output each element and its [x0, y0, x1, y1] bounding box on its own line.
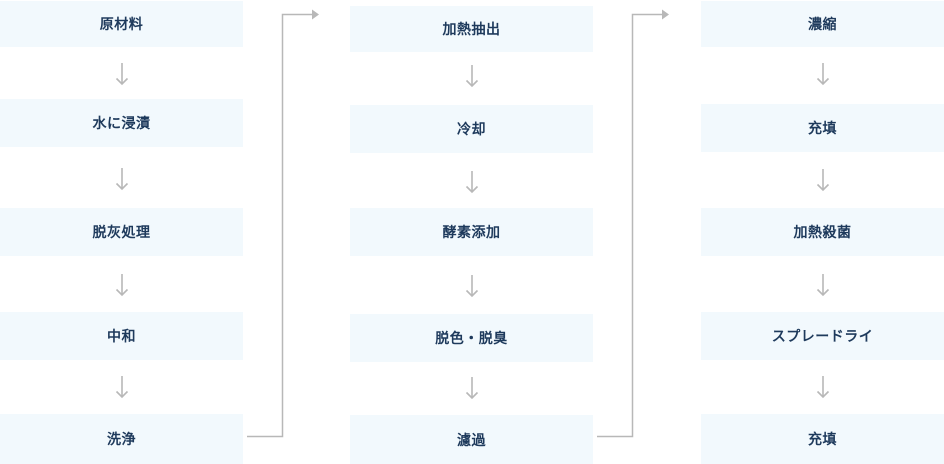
down-arrow-icon	[816, 63, 829, 86]
column-3: 濃縮 充填 加熱殺菌 スプレードライ 充填	[701, 0, 944, 464]
step-cooling: 冷却	[350, 105, 593, 153]
step-raw-material: 原材料	[0, 1, 243, 47]
step-washing: 洗浄	[0, 414, 243, 464]
arrowhead-icon	[662, 9, 669, 20]
step-heat-sterilization: 加熱殺菌	[701, 208, 944, 256]
step-neutralization: 中和	[0, 312, 243, 360]
column-2: 加熱抽出 冷却 酵素添加 脱色・脱臭 濾過	[350, 0, 593, 464]
down-arrow-icon	[115, 168, 128, 191]
arrowhead-icon	[312, 9, 319, 20]
down-arrow-icon	[115, 376, 128, 399]
step-concentration: 濃縮	[701, 1, 944, 47]
down-arrow-icon	[816, 376, 829, 399]
step-spray-dry: スプレードライ	[701, 312, 944, 360]
step-decolor-deodorize: 脱色・脱臭	[350, 314, 593, 362]
step-enzyme-addition: 酵素添加	[350, 208, 593, 256]
connector-1-to-2	[247, 13, 313, 438]
down-arrow-icon	[465, 65, 478, 88]
down-arrow-icon	[465, 377, 478, 400]
down-arrow-icon	[816, 169, 829, 192]
step-filling-2: 充填	[701, 414, 944, 464]
column-1: 原材料 水に浸漬 脱灰処理 中和 洗浄	[0, 0, 243, 464]
step-filling-1: 充填	[701, 104, 944, 152]
down-arrow-icon	[115, 63, 128, 86]
step-decalcification: 脱灰処理	[0, 208, 243, 256]
down-arrow-icon	[465, 171, 478, 194]
step-filtration: 濾過	[350, 415, 593, 464]
down-arrow-icon	[115, 274, 128, 297]
connector-2-to-3	[597, 13, 663, 438]
step-heat-extraction: 加熱抽出	[350, 6, 593, 52]
down-arrow-icon	[816, 274, 829, 297]
step-soak-in-water: 水に浸漬	[0, 99, 243, 147]
down-arrow-icon	[465, 275, 478, 298]
